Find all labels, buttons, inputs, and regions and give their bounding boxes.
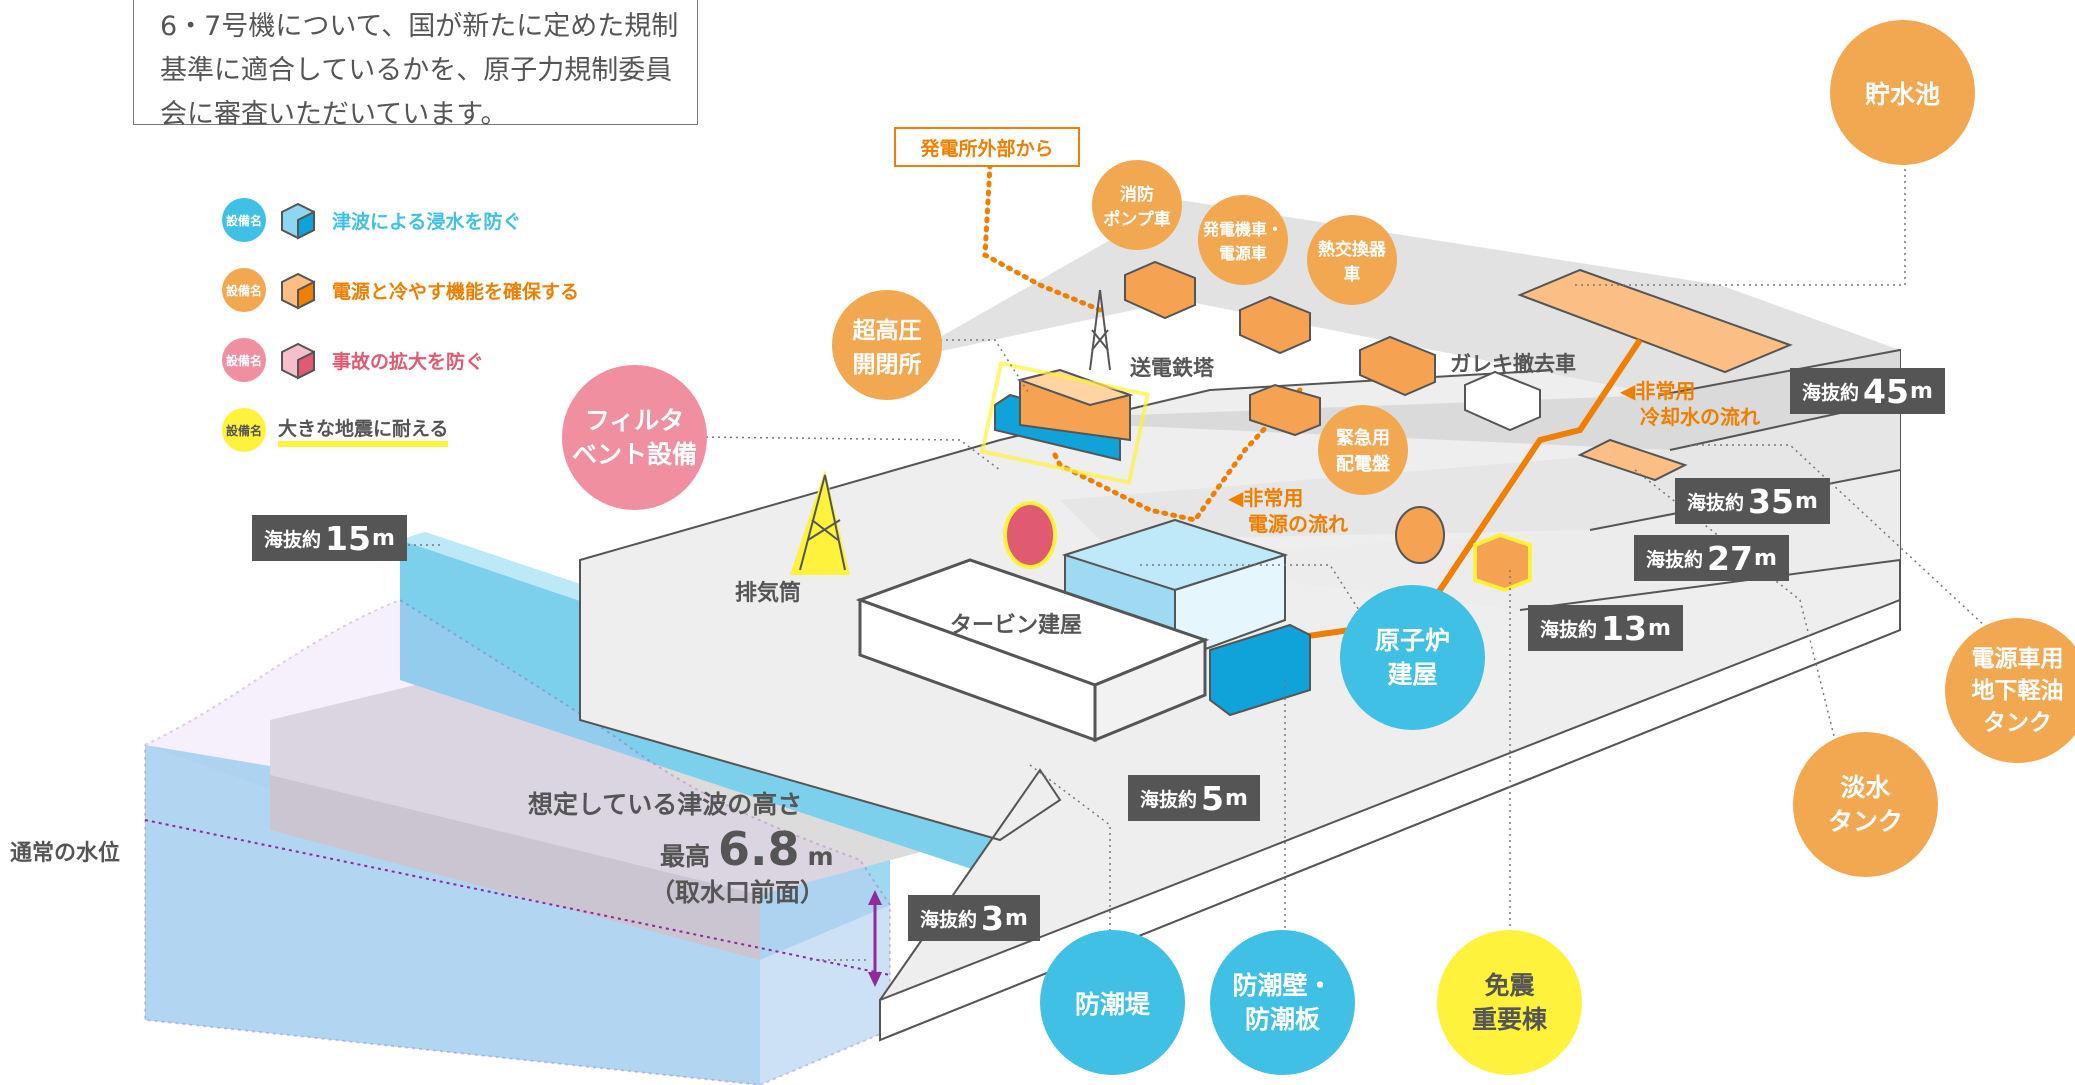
legend-text: 大きな地震に耐える — [278, 414, 449, 447]
outside-power-line — [982, 162, 1103, 313]
sea-side-face — [760, 905, 890, 1085]
legend-badge: 設備名 — [222, 338, 266, 382]
power-flow-label: ◀非常用電源の流れ — [1228, 486, 1348, 536]
tsunami-outline — [144, 598, 891, 1085]
turbine-label: タービン建屋 — [950, 613, 1083, 638]
turbine-building — [855, 558, 1210, 743]
intro-line-2: 基準に適合しているかを、原子力規制委員 — [160, 55, 673, 86]
legend-badge: 設備名 — [222, 198, 266, 242]
upper-step-35 — [1000, 350, 1900, 450]
outside-power-label: 発電所外部から — [894, 127, 1080, 167]
fuel-tank-pit — [1577, 438, 1688, 482]
exhaust-label: 排気筒 — [735, 581, 802, 606]
water-tank — [1395, 506, 1445, 564]
seismic-building-circle: 免震重要棟 — [1437, 930, 1582, 1075]
legend-item-tsunami: 設備名 津波による浸水を防ぐ — [222, 196, 521, 244]
legend-text: 事故の拡大を防ぐ — [332, 350, 485, 373]
cooling-flow-label: ◀非常用冷却水の流れ — [1620, 379, 1760, 429]
reservoir-circle: 貯水池 — [1830, 20, 1975, 165]
seismic-building — [1473, 532, 1532, 593]
blue-cube-icon — [281, 202, 315, 240]
pink-cube-icon — [281, 342, 315, 380]
intro-line-3: 会に審査いただいています。 — [160, 99, 508, 130]
filter-vent-tank — [1003, 501, 1057, 569]
fuel-tank-circle: 電源車用地下軽油タンク — [1945, 618, 2075, 763]
fresh-water-tank-circle: 淡水タンク — [1793, 732, 1938, 877]
legend-text: 津波による浸水を防ぐ — [332, 210, 522, 233]
platform-front-edge — [879, 598, 1901, 1042]
tsunami-max: 最高 6.8 m — [660, 822, 834, 876]
transmission-tower — [1089, 289, 1111, 371]
exhaust-stack — [790, 470, 850, 575]
power-flow-line — [1052, 387, 1303, 523]
leader-lines — [390, 155, 2001, 961]
legend-item-accident: 設備名 事故の拡大を防ぐ — [222, 336, 484, 384]
tower-label: 送電鉄塔 — [1130, 356, 1214, 380]
rubble-label: ガレキ撤去車 — [1450, 352, 1576, 376]
legend-badge: 設備名 — [222, 408, 266, 452]
upper-step-45 — [900, 200, 1900, 395]
vehicles — [1124, 260, 1541, 432]
step-low — [270, 650, 1040, 895]
switchyard-circle: 超高圧開閉所 — [832, 290, 942, 400]
intro-line-1: 6・7号機について、国が新たに定めた規制 — [160, 11, 679, 42]
legend-item-power: 設備名 電源と冷やす機能を確保する — [222, 266, 579, 314]
tsunami-place: （取水口前面） — [650, 878, 826, 907]
pump-truck-circle: 消防ポンプ車 — [1092, 160, 1182, 250]
reservoir-pool — [1517, 268, 1793, 374]
tsunami-title: 想定している津波の高さ — [528, 790, 803, 819]
heat-exchanger-circle: 熱交換器車 — [1307, 215, 1397, 305]
intro-note: 6・7号機について、国が新たに定めた規制 基準に適合しているかを、原子力規制委員… — [133, 0, 698, 130]
orange-cube-icon — [281, 272, 315, 310]
emergency-panel — [1249, 383, 1321, 437]
legend-badge: 設備名 — [222, 268, 266, 312]
generator-truck-circle: 発電機車・電源車 — [1198, 195, 1288, 285]
legend-item-earthquake: 設備名 大きな地震に耐える — [222, 406, 449, 454]
emergency-panel-circle: 緊急用配電盤 — [1318, 405, 1408, 495]
step-low-front — [270, 775, 760, 960]
legend-text: 電源と冷やす機能を確保する — [332, 280, 580, 303]
seawall-circle: 防潮堤 — [1040, 930, 1185, 1075]
reactor-building-circle: 原子炉建屋 — [1340, 585, 1485, 730]
normal-water-label: 通常の水位 — [10, 841, 121, 866]
filter-vent-circle: フィルタベント設備 — [562, 365, 707, 510]
tide-wall-circle: 防潮壁・防潮板 — [1210, 930, 1355, 1075]
